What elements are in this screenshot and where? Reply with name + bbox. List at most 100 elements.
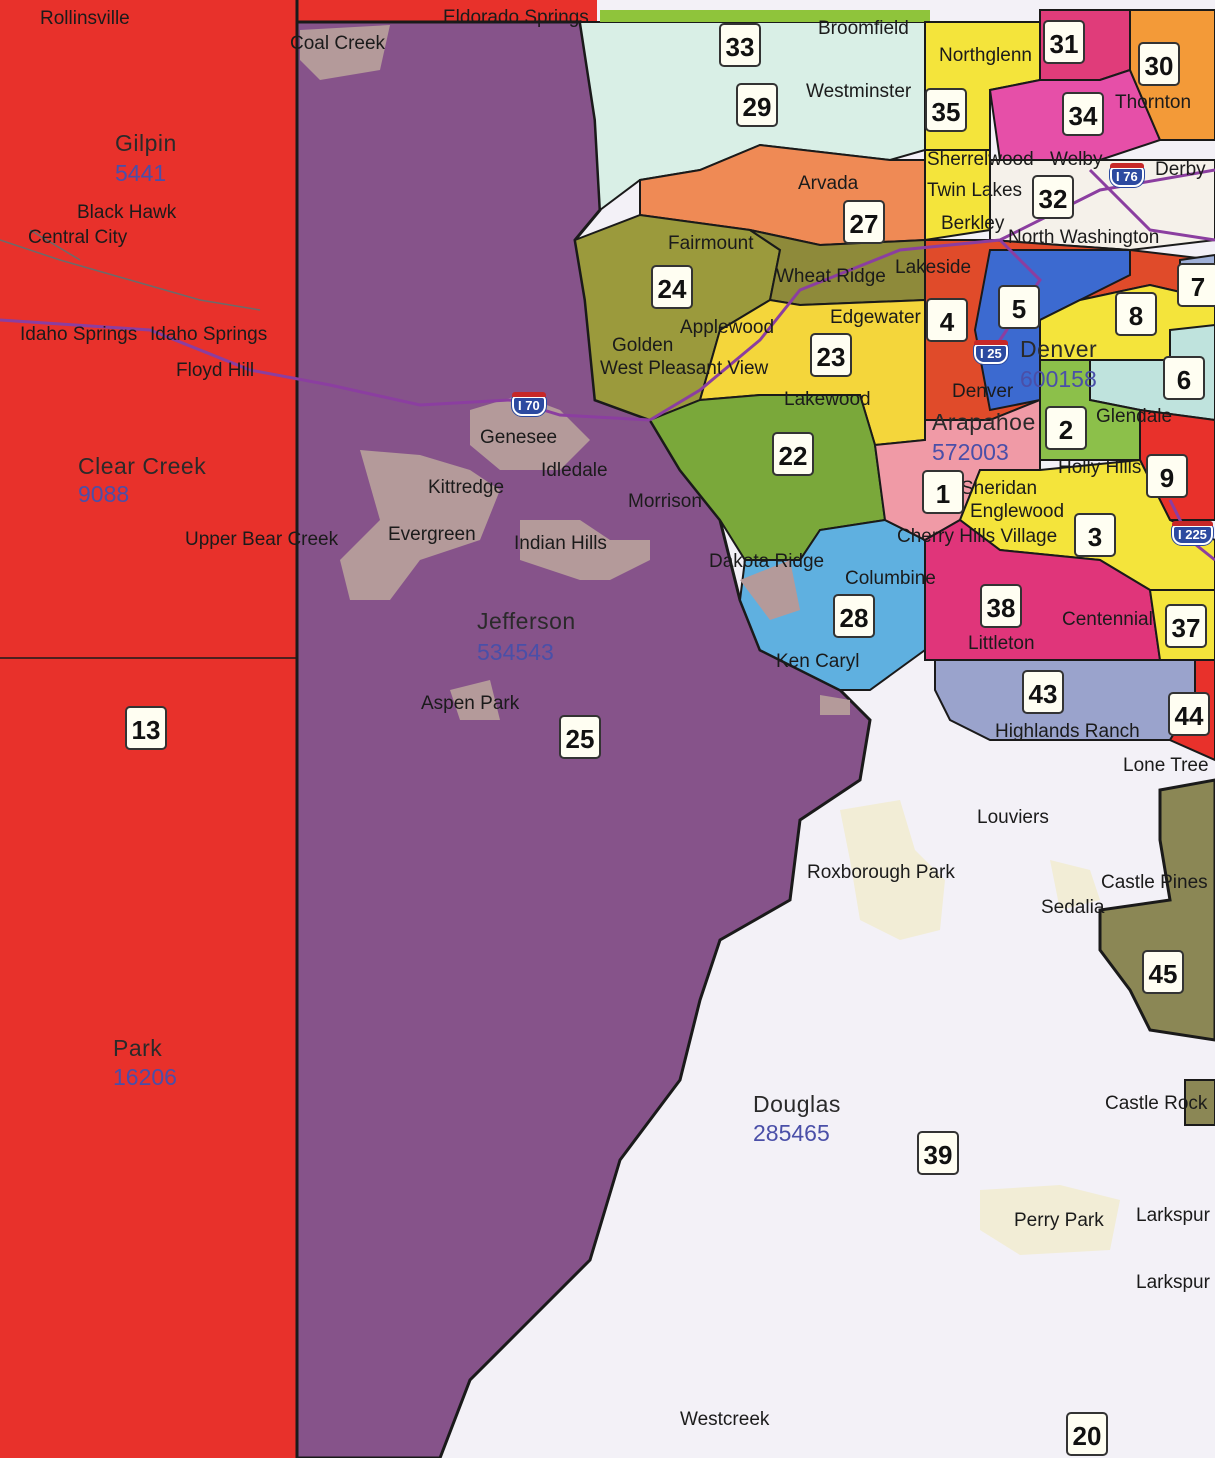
district-28-label[interactable]: 28 (833, 594, 875, 638)
place-label: Broomfield (818, 18, 909, 39)
place-label: Evergreen (388, 524, 476, 545)
place-label: Golden (612, 335, 674, 356)
place-label: Lone Tree (1123, 755, 1209, 776)
district-5-label[interactable]: 5 (998, 285, 1040, 329)
place-label: Berkley (941, 213, 1005, 234)
district-24-label[interactable]: 24 (651, 265, 693, 309)
district-29-label[interactable]: 29 (736, 83, 778, 127)
district-44-label[interactable]: 44 (1168, 692, 1210, 736)
place-label: Coal Creek (290, 33, 386, 54)
place-label: Westminster (806, 81, 912, 102)
county-population-jefferson: 534543 (477, 639, 554, 665)
district-33-strip (600, 10, 930, 22)
district-8-label[interactable]: 8 (1115, 292, 1157, 336)
place-label: Idledale (541, 460, 608, 481)
place-label: Louviers (977, 807, 1049, 828)
district-31-label[interactable]: 31 (1043, 20, 1085, 64)
district-43-label[interactable]: 43 (1022, 670, 1064, 714)
district-27-label[interactable]: 27 (843, 200, 885, 244)
interstate-shield-icon: I 76 (1109, 163, 1145, 188)
place-label: Twin Lakes (927, 180, 1023, 201)
district-45b-region (1184, 1079, 1215, 1126)
district-7-label[interactable]: 7 (1177, 263, 1215, 307)
place-label: Northglenn (939, 45, 1032, 66)
county-population-park: 16206 (113, 1064, 177, 1090)
district-1-label[interactable]: 1 (922, 470, 964, 514)
place-label: Lakeside (895, 257, 972, 278)
district-37-label[interactable]: 37 (1165, 604, 1207, 648)
district-39-label[interactable]: 39 (917, 1131, 959, 1175)
district-34-label[interactable]: 34 (1062, 92, 1104, 136)
county-roads (0, 229, 261, 311)
county-name-denver: Denver (1020, 336, 1098, 362)
district-45-region[interactable] (1098, 778, 1215, 1042)
place-label: Indian Hills (514, 533, 607, 554)
place-label: Larkspur (1136, 1272, 1210, 1293)
place-label: Upper Bear Creek (185, 529, 339, 550)
top-red-strip (297, 0, 597, 22)
county-name-arapahoe: Arapahoe (932, 409, 1036, 435)
place-label: Sheridan (961, 478, 1038, 499)
place-label: Centennial (1062, 609, 1153, 630)
county-population-douglas: 285465 (753, 1120, 830, 1146)
district-38-label[interactable]: 38 (980, 584, 1022, 628)
district-2-label[interactable]: 2 (1045, 406, 1087, 450)
place-label: Castle Rock (1105, 1093, 1208, 1114)
county-name-jefferson: Jefferson (477, 608, 576, 634)
place-label: Highlands Ranch (995, 721, 1140, 742)
county-population-arapahoe: 572003 (932, 439, 1009, 465)
place-label: Central City (28, 227, 128, 248)
district-4-label[interactable]: 4 (926, 298, 968, 342)
district-35-label[interactable]: 35 (925, 88, 967, 132)
place-label: Aspen Park (421, 693, 520, 714)
district-33-label[interactable]: 33 (719, 23, 761, 67)
district-13-label[interactable]: 13 (125, 706, 167, 750)
place-label: Wheat Ridge (776, 266, 886, 287)
district-30-label[interactable]: 30 (1138, 42, 1180, 86)
district-25-label[interactable]: 25 (559, 715, 601, 759)
place-label: Derby (1155, 159, 1206, 180)
county-population-gilpin: 5441 (115, 160, 167, 186)
district-32-label[interactable]: 32 (1032, 175, 1074, 219)
place-label: Cherry Hills Village (897, 526, 1058, 547)
place-label: Glendale (1096, 406, 1173, 427)
county-name-clear-creek: Clear Creek (78, 453, 207, 479)
place-label: Welby (1050, 149, 1103, 170)
place-label: Englewood (970, 501, 1065, 522)
place-label: Morrison (628, 491, 702, 512)
district-22-label[interactable]: 22 (772, 432, 814, 476)
place-label: Arvada (798, 173, 859, 194)
place-label: Fairmount (668, 233, 754, 254)
place-label: Eldorado Springs (443, 7, 589, 28)
place-label: Edgewater (830, 307, 921, 328)
place-label: Ken Caryl (776, 651, 860, 672)
district-6-label[interactable]: 6 (1163, 356, 1205, 400)
district-45-label[interactable]: 45 (1142, 950, 1184, 994)
county-population-denver: 600158 (1020, 366, 1097, 392)
county-name-douglas: Douglas (753, 1091, 841, 1117)
place-label: Applewood (680, 317, 775, 338)
town-areas (300, 25, 850, 720)
place-label: Roxborough Park (807, 862, 955, 883)
place-label: Perry Park (1014, 1210, 1104, 1231)
place-label: Thornton (1115, 92, 1192, 113)
douglas-town-areas (840, 800, 1120, 1255)
place-label: Sedalia (1041, 897, 1105, 918)
place-label: Idaho Springs (20, 324, 138, 345)
place-label: Dakota Ridge (709, 551, 825, 572)
place-label: Larkspur (1136, 1205, 1210, 1226)
county-population-clear-creek: 9088 (78, 481, 130, 507)
place-label: Floyd Hill (176, 360, 255, 381)
place-label: West Pleasant View (600, 358, 769, 379)
district-20-label[interactable]: 20 (1066, 1412, 1108, 1456)
place-label: Westcreek (680, 1409, 770, 1430)
interstate-shield-icon: I 25 (973, 340, 1009, 365)
place-label: Lakewood (784, 389, 871, 410)
district-3-label[interactable]: 3 (1074, 513, 1116, 557)
district-23-label[interactable]: 23 (810, 333, 852, 377)
place-label: Littleton (968, 633, 1035, 654)
place-label: Rollinsville (40, 8, 130, 29)
district-9-label[interactable]: 9 (1146, 454, 1188, 498)
place-label: Sherrelwood (927, 149, 1034, 170)
